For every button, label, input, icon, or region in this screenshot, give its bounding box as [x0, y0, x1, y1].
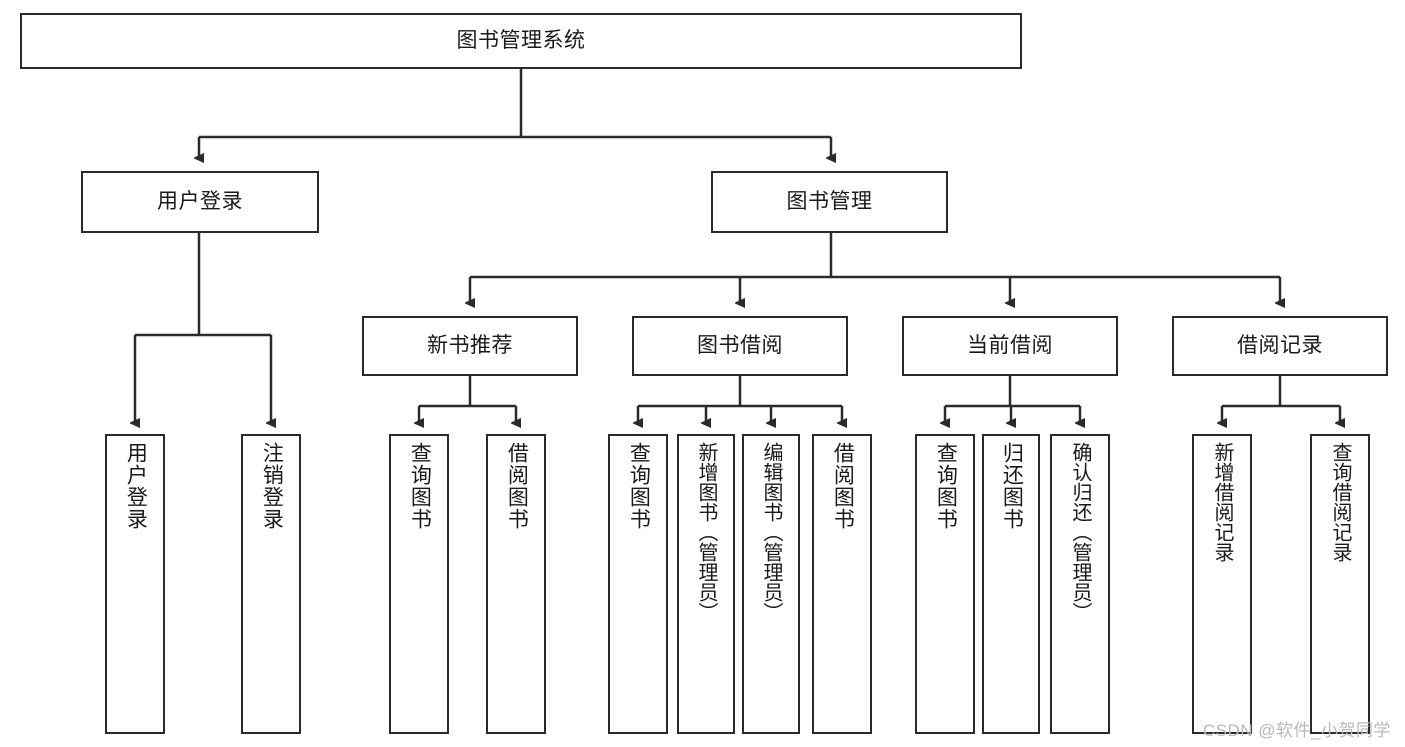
node-label: 新书推荐	[427, 334, 513, 358]
node-label: 查询借阅记录	[1329, 442, 1351, 562]
watermark-csdn: CSDN @软件_小贺同学	[1202, 721, 1391, 740]
node-label: 确认归还（管理员）	[1069, 442, 1091, 622]
node-book-management[interactable]: 图书管理	[711, 171, 948, 233]
node-label: 新增借阅记录	[1211, 442, 1233, 562]
leaf-borrow-book-new[interactable]: 借阅图书	[486, 434, 546, 734]
node-label: 借阅图书	[505, 442, 529, 530]
node-label: 图书管理	[786, 190, 873, 214]
leaf-user-login[interactable]: 用户登录	[105, 434, 165, 734]
node-label: 图书管理系统	[456, 29, 586, 53]
leaf-edit-book-admin[interactable]: 编辑图书（管理员）	[742, 434, 800, 734]
node-book-borrow[interactable]: 图书借阅	[632, 316, 848, 376]
node-label: 借阅图书	[831, 442, 855, 530]
leaf-add-borrow-record[interactable]: 新增借阅记录	[1192, 434, 1252, 734]
node-root-book-management-system[interactable]: 图书管理系统	[20, 13, 1022, 69]
node-user-login[interactable]: 用户登录	[81, 171, 319, 233]
leaf-query-book-current[interactable]: 查询图书	[915, 434, 975, 734]
node-new-book-recommend[interactable]: 新书推荐	[362, 316, 578, 376]
node-label: 新增图书（管理员）	[695, 442, 717, 622]
leaf-logout[interactable]: 注销登录	[241, 434, 301, 734]
node-label: 查询图书	[408, 442, 432, 530]
leaf-confirm-return-admin[interactable]: 确认归还（管理员）	[1050, 434, 1110, 734]
node-label: 用户登录	[124, 442, 148, 530]
node-label: 编辑图书（管理员）	[760, 442, 782, 622]
node-label: 图书借阅	[697, 334, 783, 358]
node-label: 借阅记录	[1237, 334, 1323, 358]
leaf-query-borrow-record[interactable]: 查询借阅记录	[1310, 434, 1370, 734]
leaf-query-book-borrow[interactable]: 查询图书	[608, 434, 668, 734]
node-label: 用户登录	[157, 190, 243, 214]
leaf-query-book-new[interactable]: 查询图书	[389, 434, 449, 734]
node-label: 当前借阅	[967, 334, 1053, 358]
node-label: 归还图书	[1000, 442, 1024, 530]
node-borrow-record[interactable]: 借阅记录	[1172, 316, 1388, 376]
node-label: 注销登录	[260, 442, 284, 530]
node-label: 查询图书	[934, 442, 958, 530]
leaf-borrow-book[interactable]: 借阅图书	[812, 434, 872, 734]
leaf-add-book-admin[interactable]: 新增图书（管理员）	[677, 434, 735, 734]
node-label: 查询图书	[627, 442, 651, 530]
leaf-return-book[interactable]: 归还图书	[982, 434, 1040, 734]
node-current-borrow[interactable]: 当前借阅	[902, 316, 1118, 376]
